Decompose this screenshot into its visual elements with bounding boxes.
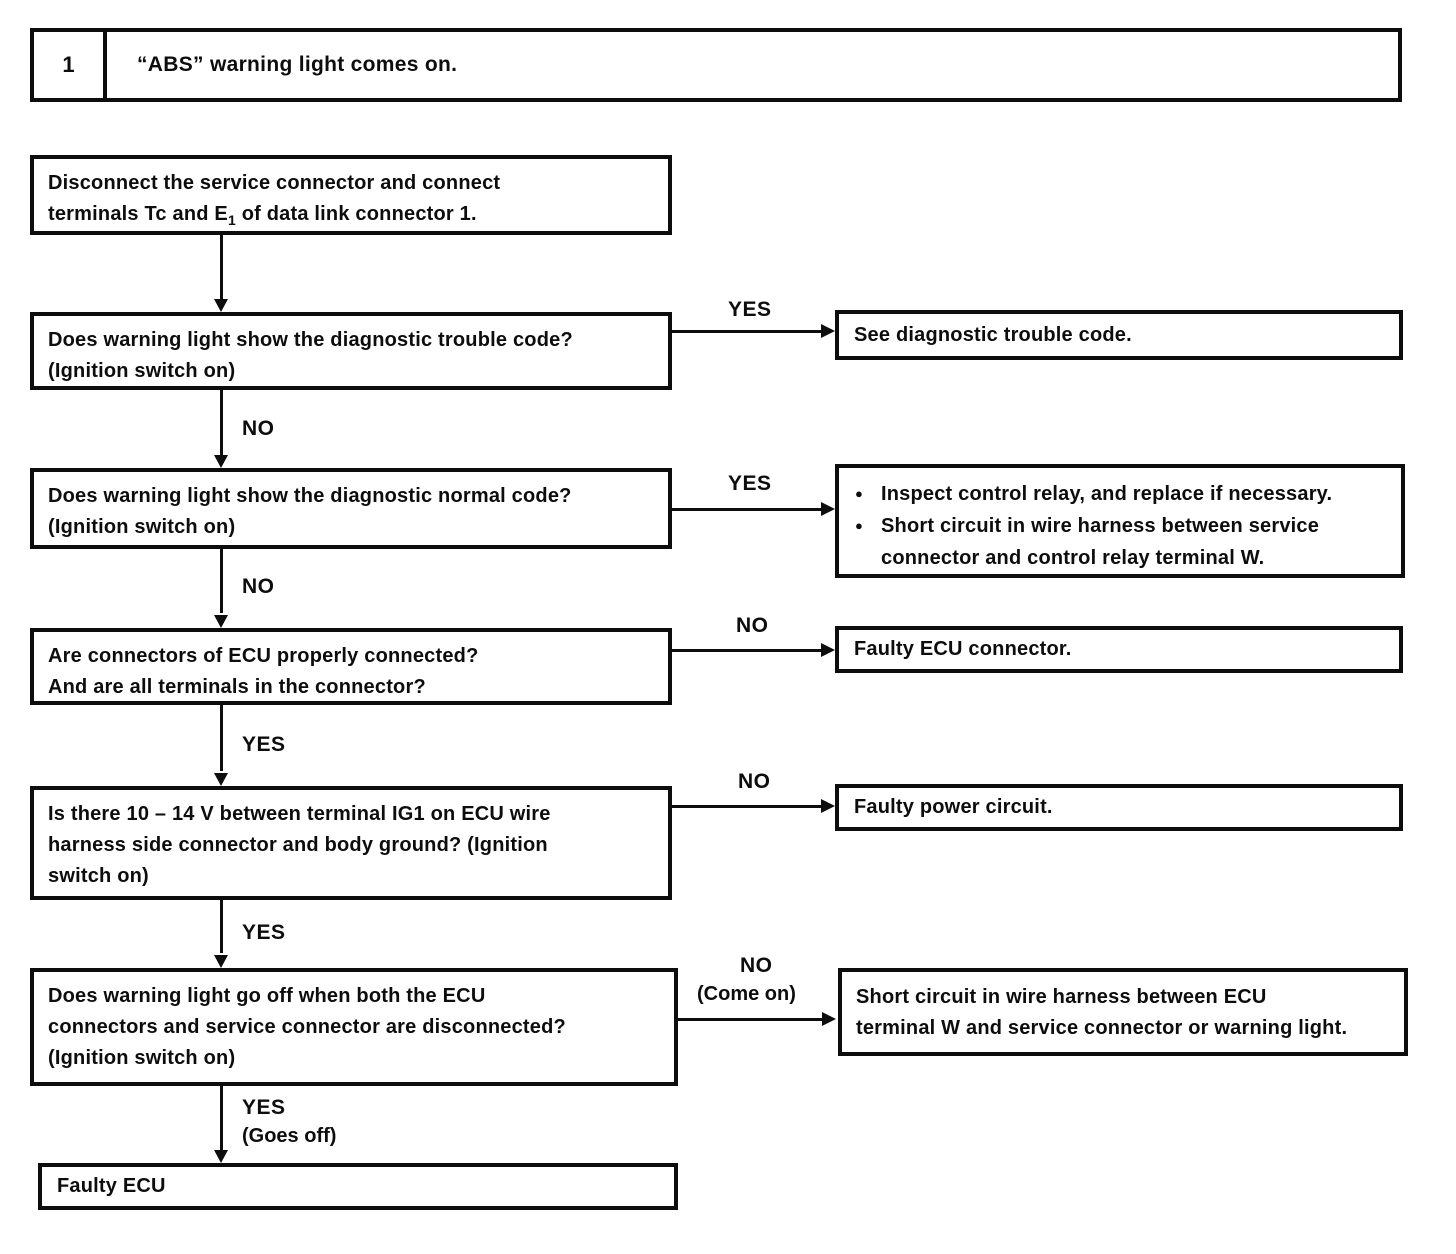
result-text: Faulty ECU (57, 1175, 166, 1197)
connector-line (672, 649, 823, 652)
edge-label-yes: YES (242, 921, 286, 944)
bullet-item: ● Inspect control relay, and replace if … (851, 478, 1391, 510)
node-text-segment: terminals Tc and E (48, 203, 228, 225)
node-q-normal-code: Does warning light show the diagnostic n… (30, 468, 672, 549)
edge-sublabel-goes-off: (Goes off) (242, 1125, 337, 1147)
arrow-down-icon (214, 773, 228, 786)
result-see-trouble-code: See diagnostic trouble code. (835, 310, 1403, 360)
connector-line (220, 549, 223, 613)
connector-line (678, 1018, 824, 1021)
result-text-line: Short circuit in wire harness between se… (881, 515, 1320, 537)
node-text-line: terminals Tc and E1 of data link connect… (48, 199, 654, 236)
connector-line (220, 705, 223, 771)
node-text-segment: of data link connector 1. (235, 203, 477, 225)
arrow-right-icon (821, 799, 835, 813)
edge-label-yes: YES (728, 472, 772, 495)
connector-line (220, 235, 223, 301)
result-text: Faulty power circuit. (854, 796, 1053, 818)
arrow-right-icon (822, 1012, 836, 1026)
arrow-down-icon (214, 1150, 228, 1163)
node-text-line: (Ignition switch on) (48, 516, 236, 538)
node-text-line: harness side connector and body ground? … (48, 834, 548, 856)
node-text-line: Does warning light show the diagnostic t… (48, 329, 573, 351)
arrow-down-icon (214, 615, 228, 628)
node-q-trouble-code: Does warning light show the diagnostic t… (30, 312, 672, 390)
connector-line (220, 1086, 223, 1150)
edge-label-no: NO (736, 614, 769, 637)
arrow-down-icon (214, 299, 228, 312)
bullet-icon: ● (855, 518, 863, 533)
arrow-down-icon (214, 455, 228, 468)
edge-label-yes: YES (242, 733, 286, 756)
node-text-line: Are connectors of ECU properly connected… (48, 645, 479, 667)
node-text-line: Does warning light show the diagnostic n… (48, 485, 572, 507)
connector-line (672, 330, 823, 333)
connector-line (220, 900, 223, 953)
node-text-line: Does warning light go off when both the … (48, 985, 486, 1007)
edge-label-yes: YES (242, 1096, 286, 1119)
node-text-line: (Ignition switch on) (48, 1047, 236, 1069)
result-faulty-power-circuit: Faulty power circuit. (835, 784, 1403, 831)
result-text: Faulty ECU connector. (854, 638, 1072, 660)
step-header: 1 “ABS” warning light comes on. (30, 28, 1402, 102)
result-text-line: connector and control relay terminal W. (881, 547, 1265, 569)
edge-label-no: NO (242, 417, 275, 440)
result-inspect-control-relay: ● Inspect control relay, and replace if … (835, 464, 1405, 578)
node-text-line: connectors and service connector are dis… (48, 1016, 566, 1038)
edge-label-yes: YES (728, 298, 772, 321)
node-disconnect-service-connector: Disconnect the service connector and con… (30, 155, 672, 235)
connector-line (220, 390, 223, 455)
result-faulty-ecu-connector: Faulty ECU connector. (835, 626, 1403, 673)
step-number: 1 (34, 32, 107, 98)
node-text-line: Is there 10 – 14 V between terminal IG1 … (48, 803, 551, 825)
arrow-right-icon (821, 643, 835, 657)
node-q-ecu-connectors: Are connectors of ECU properly connected… (30, 628, 672, 705)
bullet-item: ● Short circuit in wire harness between … (851, 510, 1391, 574)
bullet-icon: ● (855, 486, 863, 501)
result-short-circuit-harness: Short circuit in wire harness between EC… (838, 968, 1408, 1056)
edge-label-no: NO (740, 954, 773, 977)
edge-label-no: NO (738, 770, 771, 793)
result-faulty-ecu: Faulty ECU (38, 1163, 678, 1210)
edge-label-no: NO (242, 575, 275, 598)
connector-line (672, 508, 823, 511)
subscript-1: 1 (227, 212, 236, 228)
edge-sublabel-come-on: (Come on) (697, 983, 796, 1005)
node-text-line: Disconnect the service connector and con… (48, 172, 501, 194)
arrow-down-icon (214, 955, 228, 968)
connector-line (672, 805, 823, 808)
result-text: See diagnostic trouble code. (854, 323, 1132, 346)
result-text-line: Inspect control relay, and replace if ne… (881, 483, 1333, 505)
node-q-light-goes-off: Does warning light go off when both the … (30, 968, 678, 1086)
node-text-line: (Ignition switch on) (48, 360, 236, 382)
node-text-line: switch on) (48, 865, 149, 887)
result-text-line: terminal W and service connector or warn… (856, 1017, 1348, 1039)
result-text-line: Short circuit in wire harness between EC… (856, 986, 1267, 1008)
node-q-ig1-voltage: Is there 10 – 14 V between terminal IG1 … (30, 786, 672, 900)
arrow-right-icon (821, 502, 835, 516)
step-title: “ABS” warning light comes on. (137, 53, 458, 76)
node-text-line: And are all terminals in the connector? (48, 676, 426, 698)
arrow-right-icon (821, 324, 835, 338)
